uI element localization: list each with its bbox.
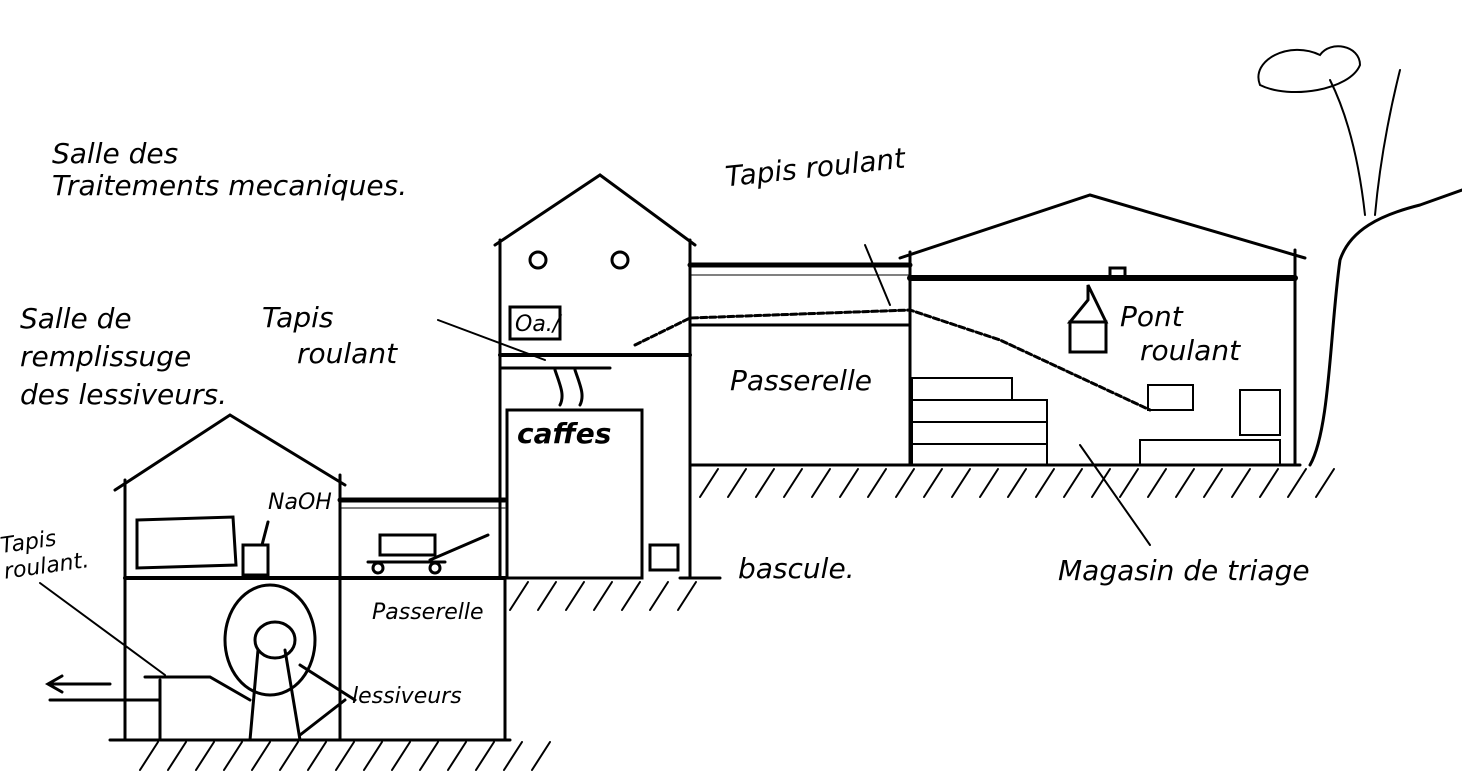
ground-hatch-mark [307,741,327,771]
cliff [1308,188,1462,467]
ground-hatch-mark [251,741,271,771]
ground-hatch-mark [447,741,467,771]
mechanical-treatment-building [437,173,722,580]
ground-hatch-mark [279,741,299,771]
ground-hatch-mark [509,581,529,611]
ground-hatch-mark [537,581,557,611]
ground-hatch-mark [1063,468,1083,498]
ground-hatch-mark [475,741,495,771]
crate-stack [911,377,1281,466]
ground-hatch-mark [839,468,859,498]
ground-hatch-mark [167,741,187,771]
label-passerelle-upper: Passerelle [730,364,872,397]
label-naoh: NaOH [268,490,332,515]
label-chiffes: caffes [517,417,612,450]
ground-hatch-mark [783,468,803,498]
ground-hatch-mark [867,468,887,498]
ground-hatch-mark [621,581,641,611]
ground-hatch-mark [1175,468,1195,498]
ground-hatch-mark [223,741,243,771]
ground-hatch-mark [565,581,585,611]
ground-hatch-mark [391,741,411,771]
ground-hatch-mark [755,468,775,498]
walkway-annex [337,497,508,742]
ground-hatch-mark [979,468,999,498]
conveyor-bridge [633,244,1152,467]
ground-hatch-mark [1035,468,1055,498]
ground-hatch-mark [363,741,383,771]
ground-hatch-mark [1315,468,1335,498]
ground-hatch-mark [335,741,355,771]
ground-hatch-mark [1203,468,1223,498]
label-bascule: bascule. [738,552,855,585]
ground-hatch-mark [1147,468,1167,498]
ground-hatch-mark [699,468,719,498]
ground-hatch-mark [1259,468,1279,498]
ground-hatch-mark [727,468,747,498]
label-sign: Oa./ [515,312,561,337]
ground-hatch-mark [677,581,697,611]
ground-hatch-mark [951,468,971,498]
ground-hatch-mark [593,581,613,611]
tree [1257,45,1401,216]
ground-hatch-mark [923,468,943,498]
sorting-warehouse [898,193,1307,546]
ground-hatch-mark [895,468,915,498]
ground-hatch-mark [419,741,439,771]
ground-hatch-mark [1007,468,1027,498]
ground-hatch-mark [503,741,523,771]
label-lessiveurs: lessiveurs [352,684,462,709]
label-magasin: Magasin de triage [1058,554,1310,587]
ground-hatch-mark [1091,468,1111,498]
digester [223,583,357,742]
ground-hatch-mark [649,581,669,611]
ground-hatch-mark [811,468,831,498]
left-conveyor [39,582,252,742]
ground-hatch-mark [195,741,215,771]
label-passerelle-lower: Passerelle [372,600,484,625]
filling-room-building [108,413,512,742]
ground-hatch-mark [1287,468,1307,498]
ground-hatch-mark [1119,468,1139,498]
ground-hatch-mark [1231,468,1251,498]
ground-hatch-mark [531,741,551,771]
ground-hatch-mark [139,741,159,771]
